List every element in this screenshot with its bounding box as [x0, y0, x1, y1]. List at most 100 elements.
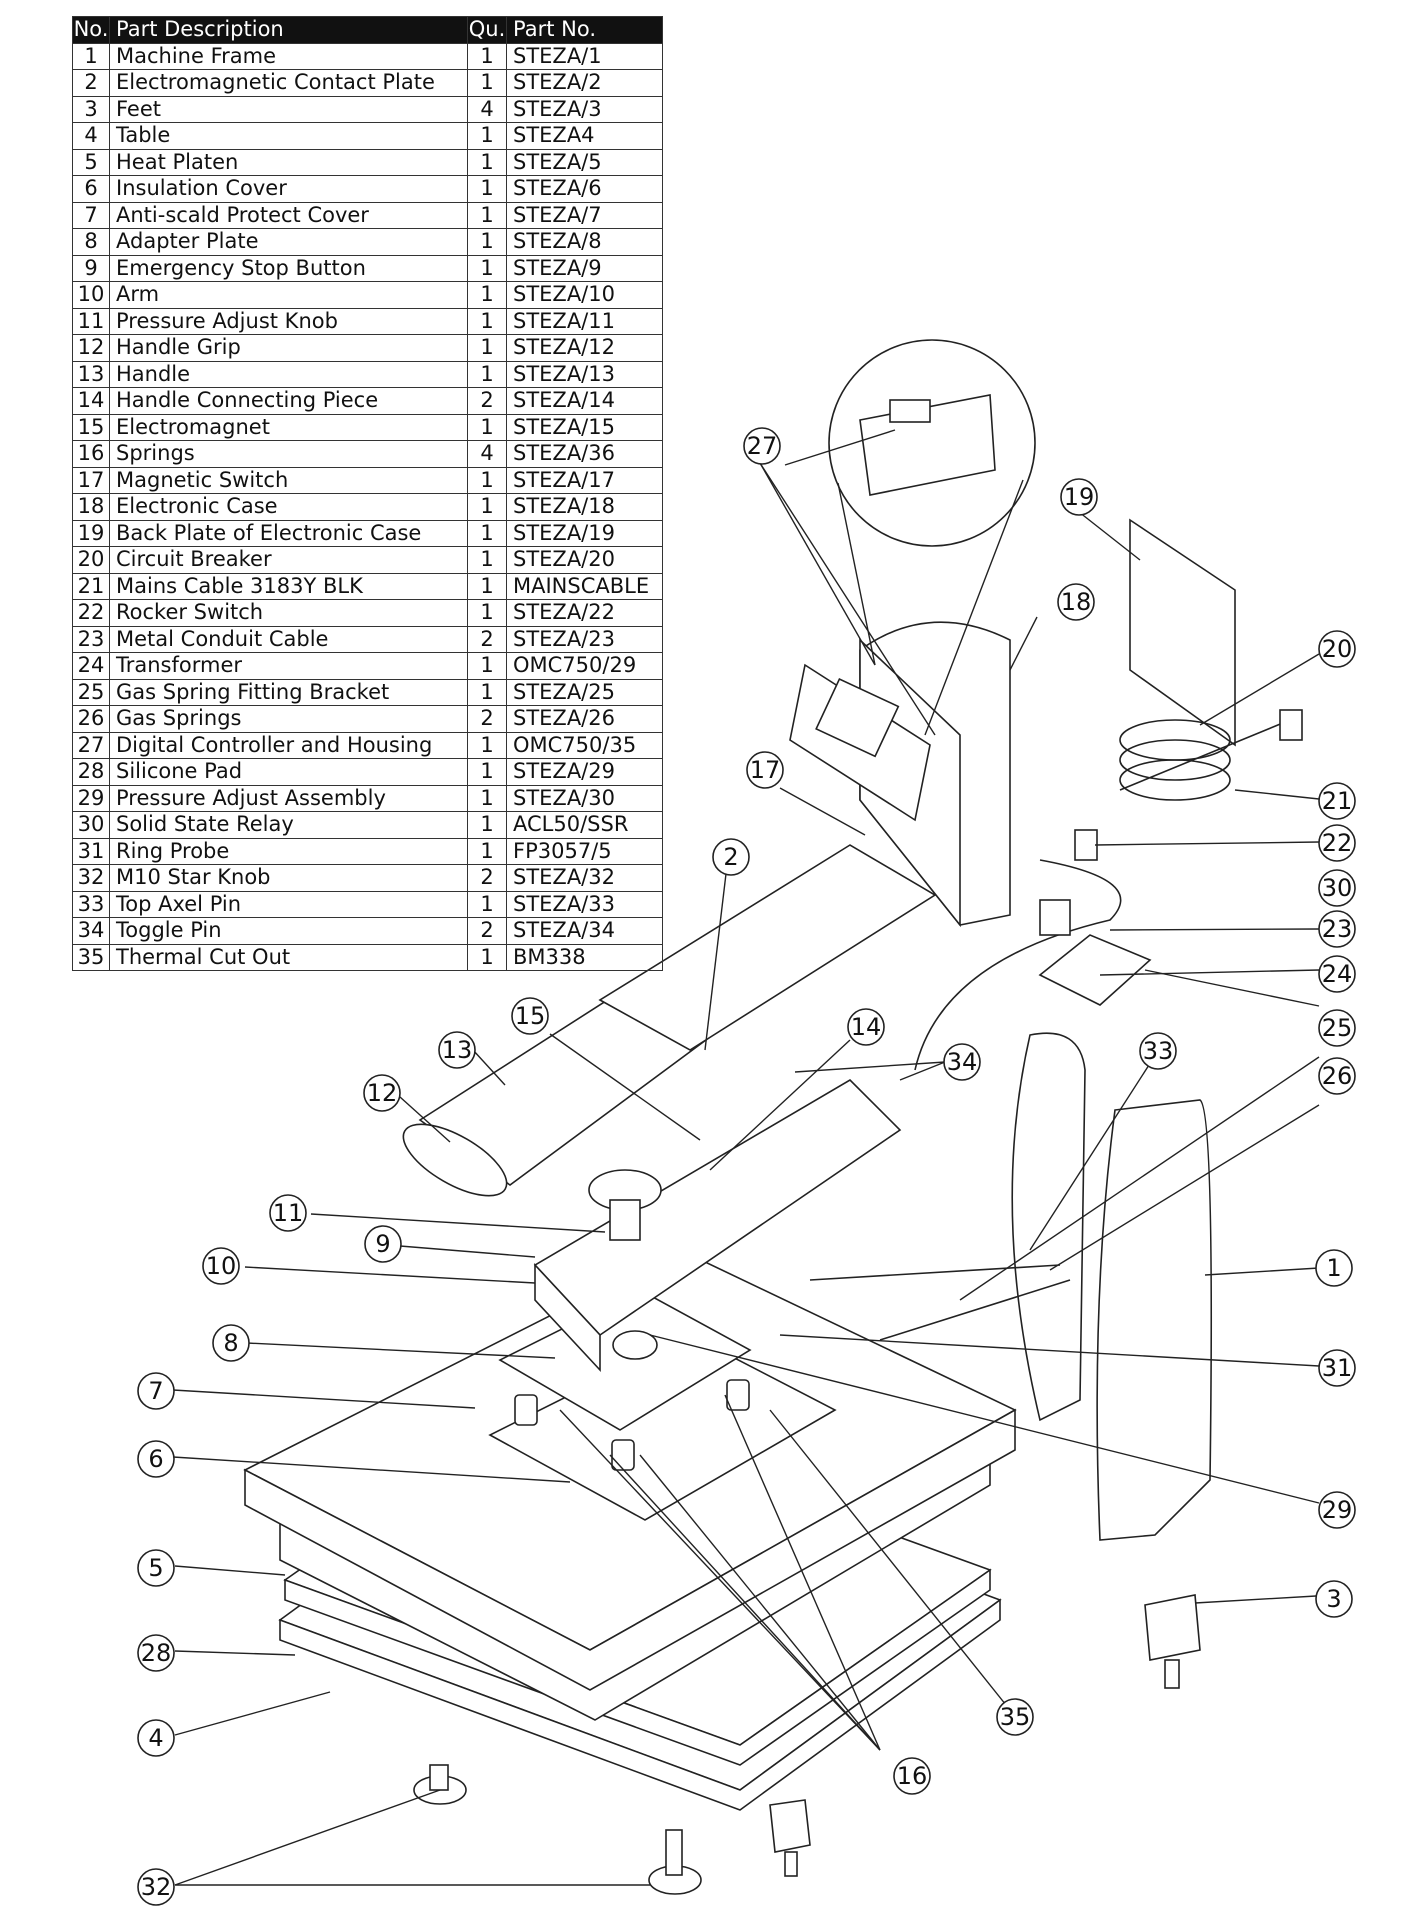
- quantity: 2: [467, 864, 507, 892]
- quantity: 1: [467, 758, 507, 786]
- part-description: Top Axel Pin: [109, 890, 468, 918]
- callout-33: 33: [1139, 1032, 1177, 1070]
- quantity: 1: [467, 42, 507, 70]
- quantity: 1: [467, 811, 507, 839]
- part-description: Heat Platen: [109, 148, 468, 176]
- svg-text:12: 12: [367, 1079, 398, 1107]
- part-number: OMC750/35: [506, 731, 663, 759]
- callout-8: 8: [212, 1324, 250, 1362]
- pressure-adjust-assembly: [612, 1330, 658, 1360]
- quantity: 1: [467, 175, 507, 203]
- part-number: STEZA/15: [506, 413, 663, 441]
- row-number: 24: [72, 652, 110, 680]
- callout-23: 23: [1318, 910, 1356, 948]
- part-description: M10 Star Knob: [109, 864, 468, 892]
- callout-13: 13: [438, 1031, 476, 1069]
- callout-7: 7: [137, 1372, 175, 1410]
- part-number: STEZA/9: [506, 254, 663, 282]
- svg-text:26: 26: [1322, 1062, 1353, 1090]
- part-description: Pressure Adjust Assembly: [109, 784, 468, 812]
- callout-12: 12: [363, 1074, 401, 1112]
- quantity: 1: [467, 122, 507, 150]
- callout-31: 31: [1318, 1349, 1356, 1387]
- svg-text:31: 31: [1322, 1354, 1353, 1382]
- callout-27: 27: [743, 427, 781, 465]
- quantity: 1: [467, 254, 507, 282]
- row-number: 7: [72, 201, 110, 229]
- part-description: Pressure Adjust Knob: [109, 307, 468, 335]
- row-number: 3: [72, 95, 110, 123]
- svg-text:29: 29: [1322, 1496, 1353, 1524]
- quantity: 1: [467, 519, 507, 547]
- row-number: 28: [72, 758, 110, 786]
- svg-text:13: 13: [442, 1036, 473, 1064]
- row-number: 27: [72, 731, 110, 759]
- part-number: STEZA/3: [506, 95, 663, 123]
- svg-text:18: 18: [1061, 588, 1092, 616]
- quantity: 1: [467, 360, 507, 388]
- part-description: Handle Grip: [109, 334, 468, 362]
- part-description: Gas Spring Fitting Bracket: [109, 678, 468, 706]
- part-number: OMC750/29: [506, 652, 663, 680]
- svg-text:28: 28: [141, 1639, 172, 1667]
- row-number: 6: [72, 175, 110, 203]
- row-number: 15: [72, 413, 110, 441]
- callout-26: 26: [1318, 1057, 1356, 1095]
- row-number: 30: [72, 811, 110, 839]
- row-number: 26: [72, 705, 110, 733]
- part-description: Digital Controller and Housing: [109, 731, 468, 759]
- part-number: MAINSCABLE: [506, 572, 663, 600]
- quantity: 2: [467, 705, 507, 733]
- part-number: STEZA/32: [506, 864, 663, 892]
- callout-5: 5: [137, 1549, 175, 1587]
- part-number: STEZA/33: [506, 890, 663, 918]
- back-plate: [1129, 518, 1236, 747]
- part-number: STEZA/14: [506, 387, 663, 415]
- row-number: 25: [72, 678, 110, 706]
- svg-text:23: 23: [1322, 915, 1353, 943]
- callout-17: 17: [746, 751, 784, 789]
- callout-21: 21: [1318, 782, 1356, 820]
- svg-text:17: 17: [750, 756, 781, 784]
- part-description: Machine Frame: [109, 42, 468, 70]
- part-description: Springs: [109, 440, 468, 468]
- quantity: 1: [467, 678, 507, 706]
- row-number: 19: [72, 519, 110, 547]
- svg-text:21: 21: [1322, 787, 1353, 815]
- row-number: 33: [72, 890, 110, 918]
- callout-34: 34: [943, 1043, 981, 1081]
- row-number: 5: [72, 148, 110, 176]
- quantity: 1: [467, 652, 507, 680]
- part-number: STEZA/34: [506, 917, 663, 945]
- callout-16: 16: [893, 1757, 931, 1795]
- callout-29: 29: [1318, 1491, 1356, 1529]
- row-number: 8: [72, 228, 110, 256]
- callout-20: 20: [1318, 630, 1356, 668]
- part-number: STEZA4: [506, 122, 663, 150]
- svg-text:20: 20: [1322, 635, 1353, 663]
- quantity: 1: [467, 943, 507, 971]
- part-description: Mains Cable 3183Y BLK: [109, 572, 468, 600]
- part-number: STEZA/26: [506, 705, 663, 733]
- row-number: 10: [72, 281, 110, 309]
- row-number: 11: [72, 307, 110, 335]
- quantity: 2: [467, 387, 507, 415]
- row-number: 34: [72, 917, 110, 945]
- quantity: 1: [467, 546, 507, 574]
- transformer: [1038, 934, 1152, 1006]
- svg-text:14: 14: [851, 1013, 882, 1041]
